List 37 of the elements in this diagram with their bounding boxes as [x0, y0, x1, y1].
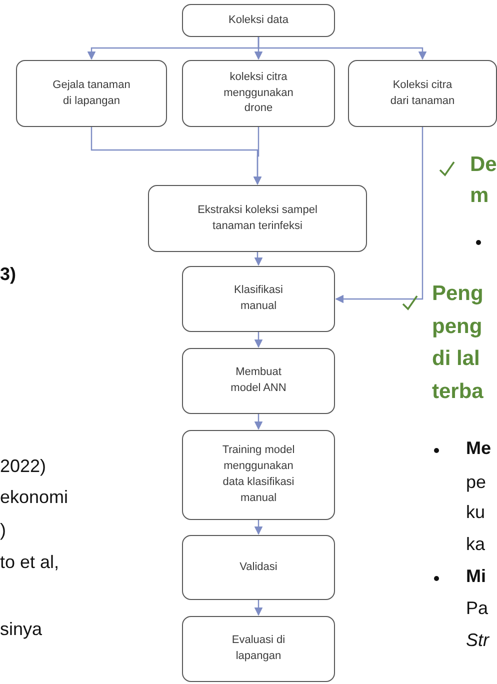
text-fragment: Me: [466, 438, 492, 459]
process-box: Evaluasi di lapangan: [182, 616, 335, 682]
text-fragment: m: [470, 184, 489, 208]
process-box: Validasi: [182, 535, 335, 600]
text-fragment: De: [470, 153, 497, 177]
arrow: [258, 37, 427, 60]
arrow: [335, 127, 424, 304]
text-fragment: sinya: [0, 619, 42, 640]
text-fragment: to et al,: [0, 552, 60, 573]
text-fragment: Peng: [432, 282, 484, 306]
text-fragment: terba: [432, 380, 484, 404]
process-box: Gejala tanaman di lapangan: [16, 60, 167, 127]
arrow: [254, 332, 263, 348]
text-fragment: 2022): [0, 456, 46, 477]
arrow: [254, 520, 263, 535]
process-box: Membuat model ANN: [182, 348, 335, 414]
process-box: koleksi citra menggunakan drone: [182, 60, 335, 127]
arrow: [254, 252, 263, 266]
process-box: Koleksi data: [182, 4, 335, 37]
text-fragment: ekonomi: [0, 487, 68, 508]
text-fragment: peng: [432, 315, 482, 339]
text-fragment: Str: [466, 630, 490, 651]
arrow: [253, 127, 262, 185]
text-fragment: ): [0, 520, 6, 541]
text-fragment: ka: [466, 534, 486, 555]
text-fragment: Mi: [466, 566, 486, 587]
text-fragment: Pa: [466, 598, 488, 619]
arrow: [254, 600, 263, 616]
arrow: [254, 414, 263, 430]
text-fragment: 3): [0, 264, 16, 285]
text-fragment: pe: [466, 472, 486, 493]
process-box: Training model menggunakan data klasifikasi manual: [182, 430, 335, 520]
text-fragment: ku: [466, 502, 486, 523]
process-box: Klasifikasi manual: [182, 266, 335, 332]
process-box: Ekstraksi koleksi sampel tanaman terinfeksi: [148, 185, 367, 252]
process-box: Koleksi citra dari tanaman: [348, 60, 497, 127]
text-fragment: di lal: [432, 347, 480, 371]
